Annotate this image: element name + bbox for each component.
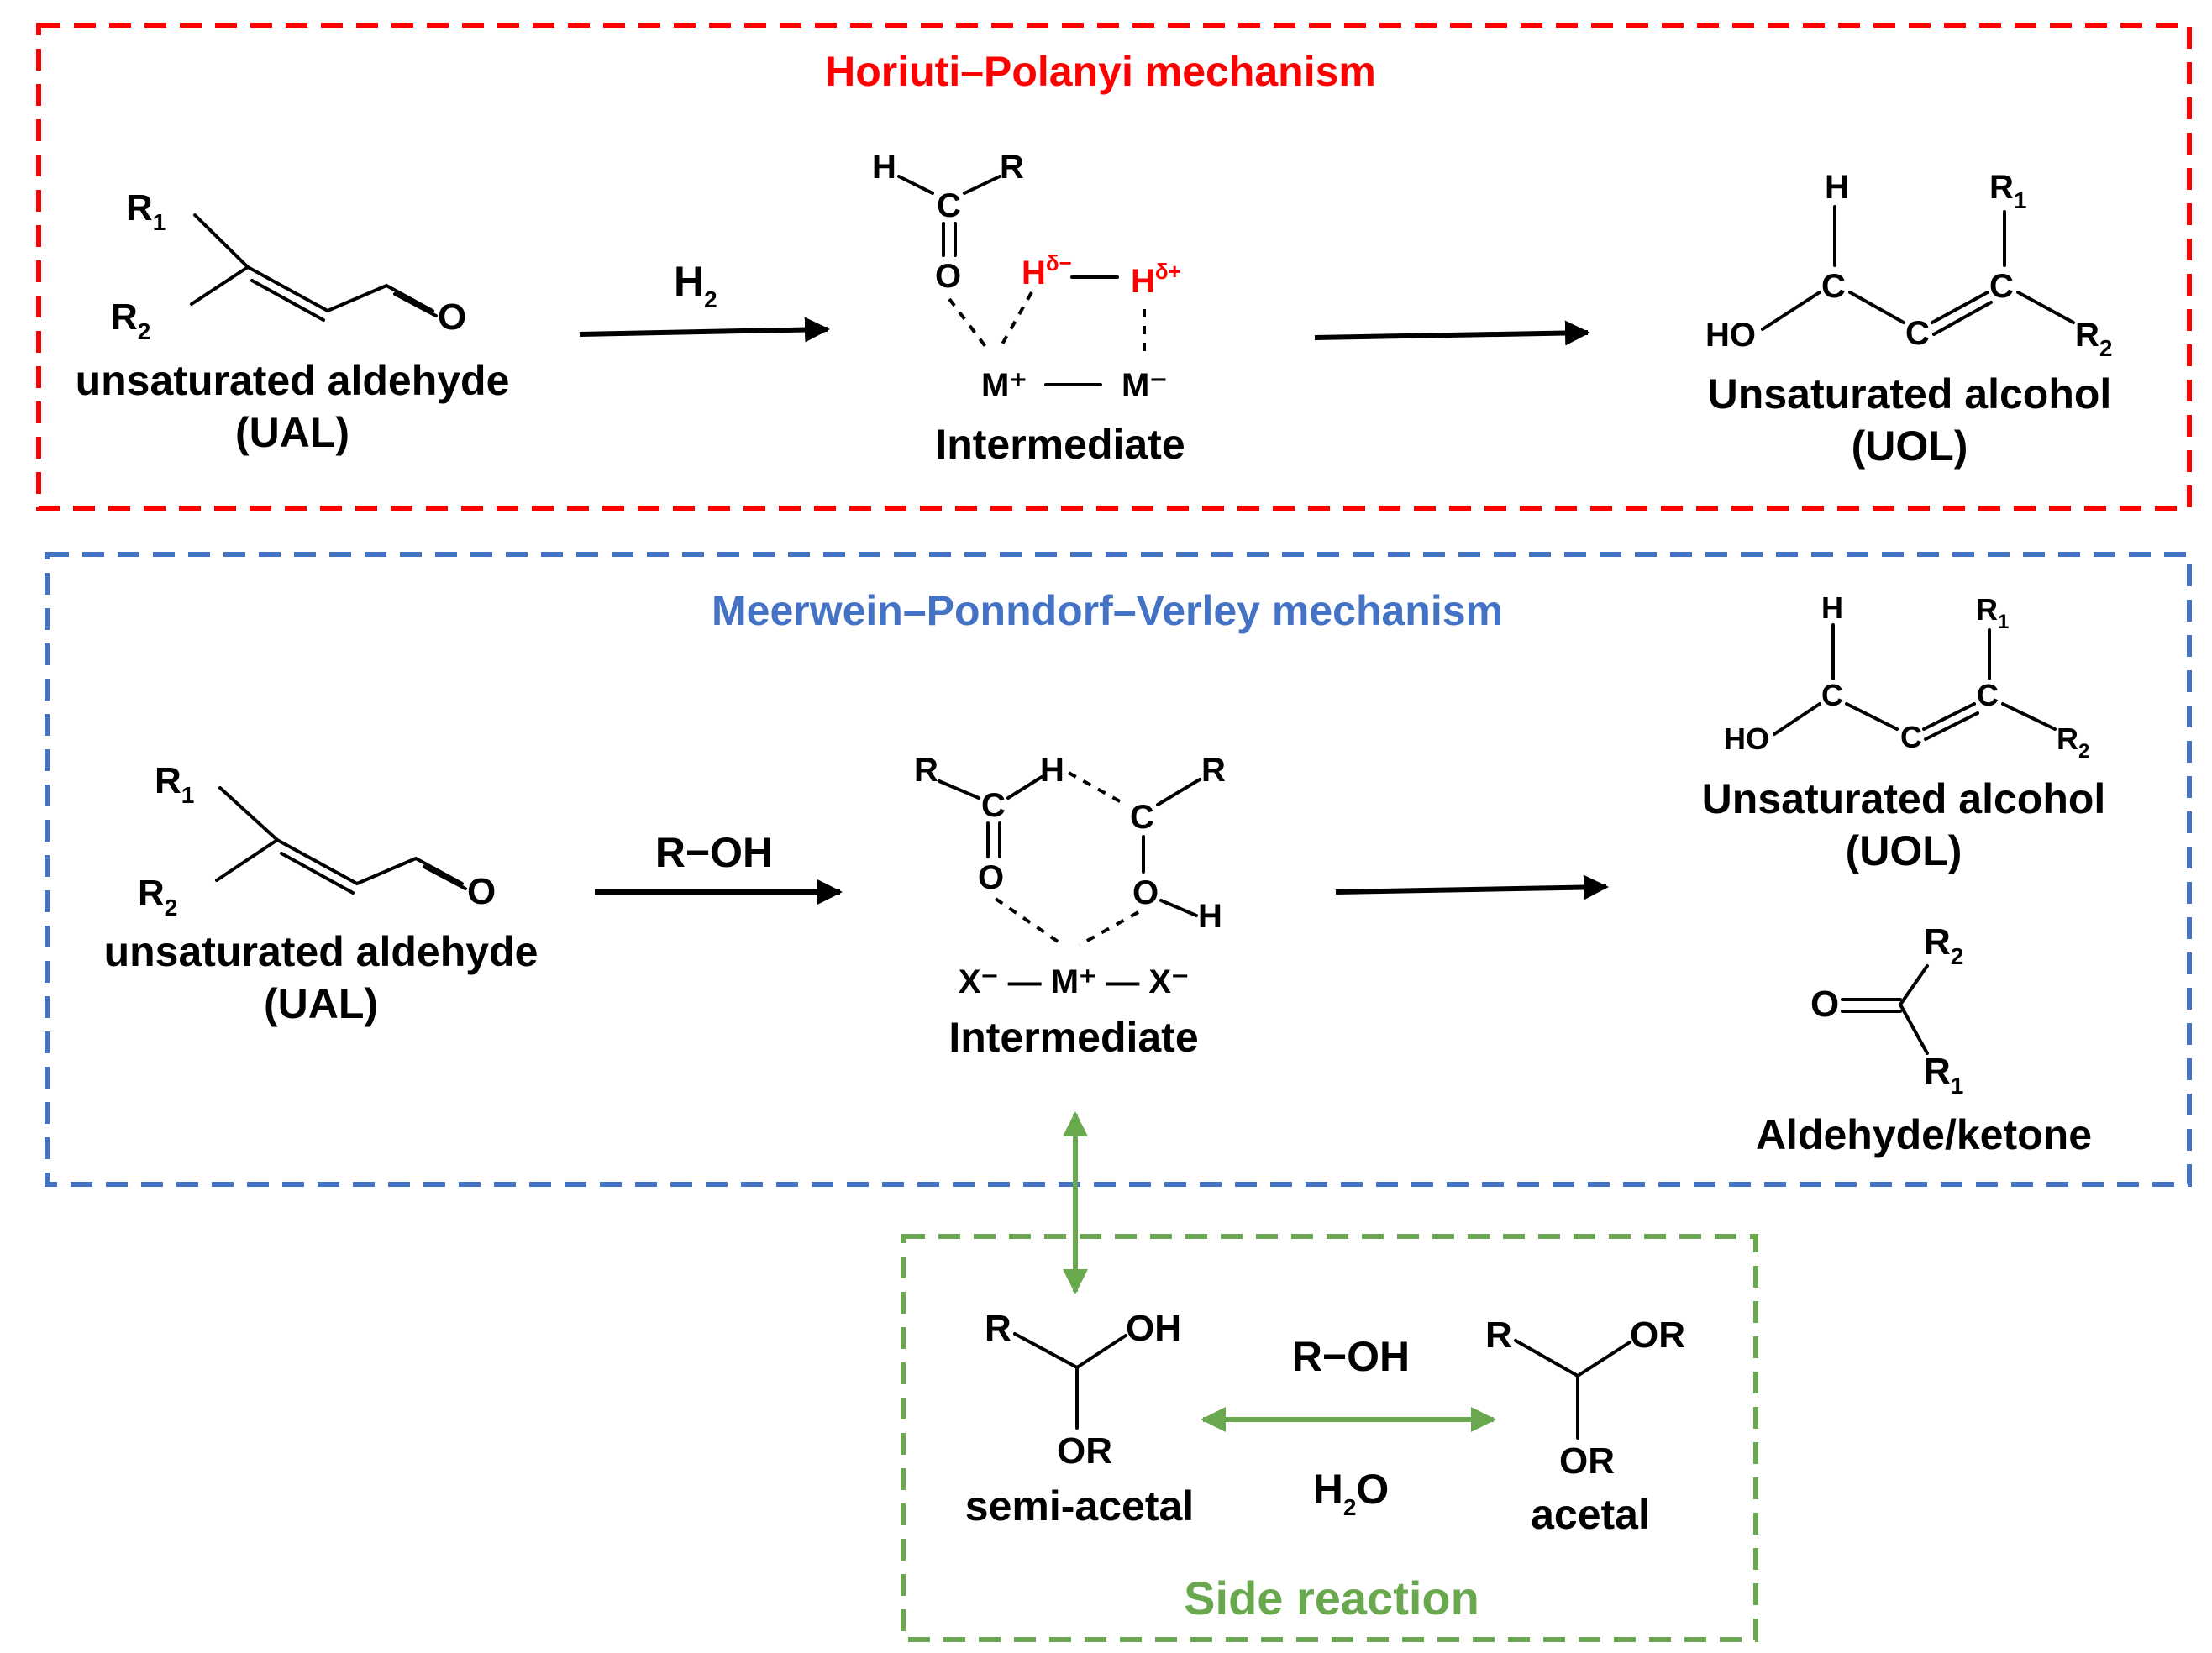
svg-text:HO: HO [1724,722,1769,756]
mpv-ual-name: unsaturated aldehyde [104,928,539,975]
hp-title: Horiuti–Polanyi mechanism [825,48,1376,95]
mpv-ual-structure: R1 R2 O [138,760,496,921]
svg-text:M⁺: M⁺ [981,367,1027,404]
mpv-metal-row: X⁻ — M⁺ — X⁻ [959,963,1189,1000]
mpv-frame [45,552,2192,1187]
hp-intermediate-label: Intermediate [935,421,1185,468]
svg-text:R1: R1 [1924,1051,1963,1099]
svg-text:R: R [1485,1315,1512,1356]
svg-text:H: H [1821,590,1843,625]
svg-text:R: R [985,1308,1011,1349]
mpv-section: Meerwein–Ponndorf–Verley mechanism R1 R2… [45,552,2192,1187]
svg-text:R2: R2 [1924,921,1963,969]
svg-text:O: O [978,859,1004,896]
svg-text:H: H [1198,898,1222,935]
semi-acetal-structure: R OH OR [985,1308,1181,1472]
mpv-title: Meerwein–Ponndorf–Verley mechanism [712,587,1503,634]
svg-text:O: O [467,871,496,912]
svg-text:C: C [937,187,961,224]
svg-text:M⁻: M⁻ [1122,367,1167,404]
svg-text:R2: R2 [2075,317,2112,361]
mpv-ual-abbr: (UAL) [264,980,378,1027]
mpv-intermediate-label: Intermediate [948,1014,1198,1061]
hp-uol-abbr: (UOL) [1852,422,1968,470]
svg-text:Hδ+: Hδ+ [1131,259,1181,300]
svg-text:C: C [981,787,1006,824]
mpv-reagent: R−OH [655,829,773,876]
hp-section: Horiuti–Polanyi mechanism R1 R2 O unsatu… [36,23,2192,511]
hp-ual-name: unsaturated aldehyde [76,357,510,404]
svg-text:Hδ−: Hδ− [1022,250,1072,291]
svg-text:C: C [1130,799,1154,836]
mpv-arrow-2 [1335,874,1609,900]
hp-intermediate-structure: H R C O Hδ− Hδ+ M⁺ M⁻ [872,149,1181,404]
mpv-ketone-structure: R2 O R1 [1810,921,1963,1099]
mpv-uol-structure: H R1 C C C HO R2 [1724,590,2089,763]
hp-reagent: H2 [674,258,717,312]
mpv-uol-abbr: (UOL) [1846,827,1962,874]
svg-text:H: H [1825,169,1849,206]
hp-arrow-2 [1314,320,1590,346]
svg-text:C: C [1821,678,1843,712]
mpv-ketone-label: Aldehyde/ketone [1756,1111,2092,1158]
svg-text:O: O [1132,874,1159,911]
svg-text:R1: R1 [1989,169,2026,213]
hp-frame [36,23,2192,511]
svg-text:C: C [1900,720,1922,754]
acetal-label: acetal [1531,1491,1650,1538]
svg-text:HO: HO [1705,317,1756,354]
hp-ual-abbr: (UAL) [235,409,349,456]
svg-text:OH: OH [1126,1308,1181,1349]
svg-text:C: C [1977,678,1999,712]
acetal-structure: R OR OR [1485,1315,1685,1482]
svg-text:OR: OR [1630,1315,1685,1356]
hp-arrow-1 [579,317,830,343]
svg-text:C: C [1821,268,1846,305]
svg-text:OR: OR [1559,1440,1615,1482]
svg-text:R: R [914,752,938,789]
svg-text:O: O [438,296,466,338]
svg-text:R1: R1 [126,187,166,235]
svg-text:H: H [872,149,896,186]
svg-text:R2: R2 [138,873,177,921]
mpv-uol-name: Unsaturated alcohol [1702,775,2106,822]
side-section: R OH OR semi-acetal R−OH H2O R OR OR ace… [901,1234,1758,1642]
side-forward-reagent: R−OH [1292,1333,1410,1380]
side-title: Side reaction [1184,1572,1479,1624]
svg-text:C: C [1905,315,1930,352]
side-frame [901,1234,1758,1642]
svg-text:O: O [1810,984,1839,1025]
mpv-intermediate-structure: R H R C C O O H X⁻ — M⁺ — X⁻ [914,752,1226,1000]
svg-text:C: C [1989,268,2014,305]
svg-text:R2: R2 [2057,722,2089,763]
side-reverse-reagent: H2O [1313,1466,1390,1520]
svg-text:R1: R1 [155,760,194,808]
svg-text:H: H [1040,752,1064,789]
hp-uol-name: Unsaturated alcohol [1708,370,2112,417]
svg-text:R: R [1000,149,1024,186]
svg-text:R2: R2 [111,296,150,344]
svg-text:O: O [935,258,961,295]
semi-acetal-label: semi-acetal [965,1482,1194,1530]
svg-text:R: R [1201,752,1226,789]
svg-text:R1: R1 [1976,592,2009,633]
hp-ual-structure: R1 R2 O [111,187,466,344]
hp-uol-structure: H R1 C C C HO R2 [1705,169,2112,361]
svg-text:OR: OR [1057,1430,1112,1472]
